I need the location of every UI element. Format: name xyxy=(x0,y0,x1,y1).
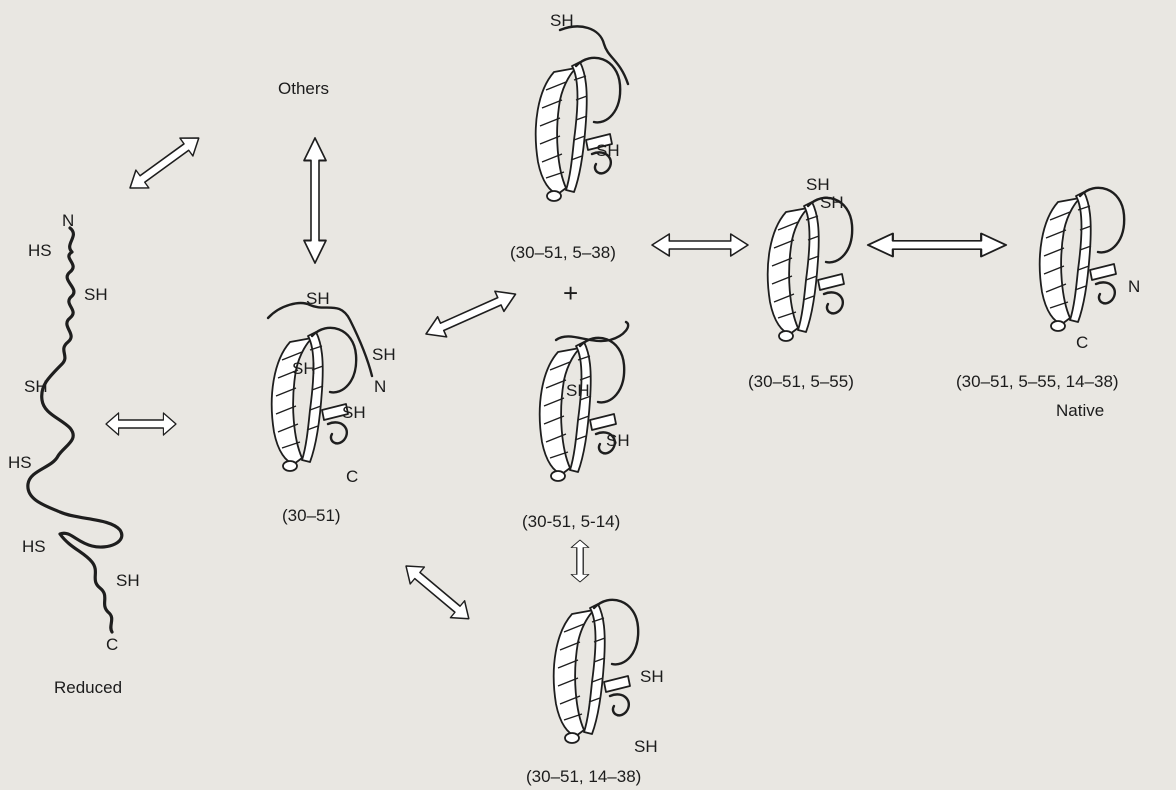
s30-51-5-55-caption: (30–51, 5–55) xyxy=(748,372,854,391)
plus-sign: + xyxy=(563,278,578,308)
native-caption: (30–51, 5–55, 14–38) xyxy=(956,372,1119,391)
s30-51-5-14-caption: (30-51, 5-14) xyxy=(522,512,620,531)
structure-30-51-5-38 xyxy=(536,26,628,201)
reduced-c-terminus: C xyxy=(106,635,118,654)
native-caption-2: Native xyxy=(1056,401,1104,420)
s30-51-5-38-thiol-2: SH xyxy=(596,141,620,160)
s30-51-c-terminus: C xyxy=(346,467,358,486)
structure-30-51-14-38 xyxy=(554,600,638,743)
s30-51-thiol-1: SH xyxy=(306,289,330,308)
structure-native xyxy=(1040,188,1124,331)
others-caption: Others xyxy=(278,79,329,98)
reduced-thiol-6: SH xyxy=(116,571,140,590)
reduced-thiol-1: HS xyxy=(28,241,52,260)
structure-30-51-5-55 xyxy=(768,198,852,341)
s30-51-5-55-thiol-1: SH xyxy=(806,175,830,194)
reduced-n-terminus: N xyxy=(62,211,74,230)
reduced-thiol-3: SH xyxy=(24,377,48,396)
arrow-reduced-30-51 xyxy=(106,413,176,435)
s30-51-14-38-thiol-2: SH xyxy=(634,737,658,756)
s30-51-5-38-caption: (30–51, 5–38) xyxy=(510,243,616,262)
arrow-others-30-51 xyxy=(304,138,326,263)
arrow-30-51-14-38 xyxy=(399,558,476,628)
s30-51-thiol-2: SH xyxy=(372,345,396,364)
arrow-30-51-intermediates xyxy=(422,284,520,344)
arrow-reduced-others xyxy=(124,129,206,197)
s30-51-14-38-thiol-1: SH xyxy=(640,667,664,686)
native-c-terminus: C xyxy=(1076,333,1088,352)
s30-51-thiol-4: SH xyxy=(342,403,366,422)
reduced-thiol-4: HS xyxy=(8,453,32,472)
s30-51-14-38-caption: (30–51, 14–38) xyxy=(526,767,641,786)
s30-51-5-14-thiol-2: SH xyxy=(606,431,630,450)
s30-51-5-55-thiol-2: SH xyxy=(820,193,844,212)
structure-30-51 xyxy=(268,303,372,471)
native-n-terminus: N xyxy=(1128,277,1140,296)
s30-51-5-38-thiol-1: SH xyxy=(550,11,574,30)
reduced-chain xyxy=(28,228,122,632)
s30-51-caption: (30–51) xyxy=(282,506,341,525)
reduced-thiol-2: SH xyxy=(84,285,108,304)
s30-51-n-terminus: N xyxy=(374,377,386,396)
s30-51-thiol-3: SH xyxy=(292,359,316,378)
reduced-thiol-5: HS xyxy=(22,537,46,556)
arrow-5-38-5-55 xyxy=(652,234,748,256)
reduced-caption: Reduced xyxy=(54,678,122,697)
arrow-5-14-14-38 xyxy=(571,540,589,582)
arrow-5-55-native xyxy=(868,233,1006,256)
s30-51-5-14-thiol-1: SH xyxy=(566,381,590,400)
structure-30-51-5-14 xyxy=(540,322,628,481)
